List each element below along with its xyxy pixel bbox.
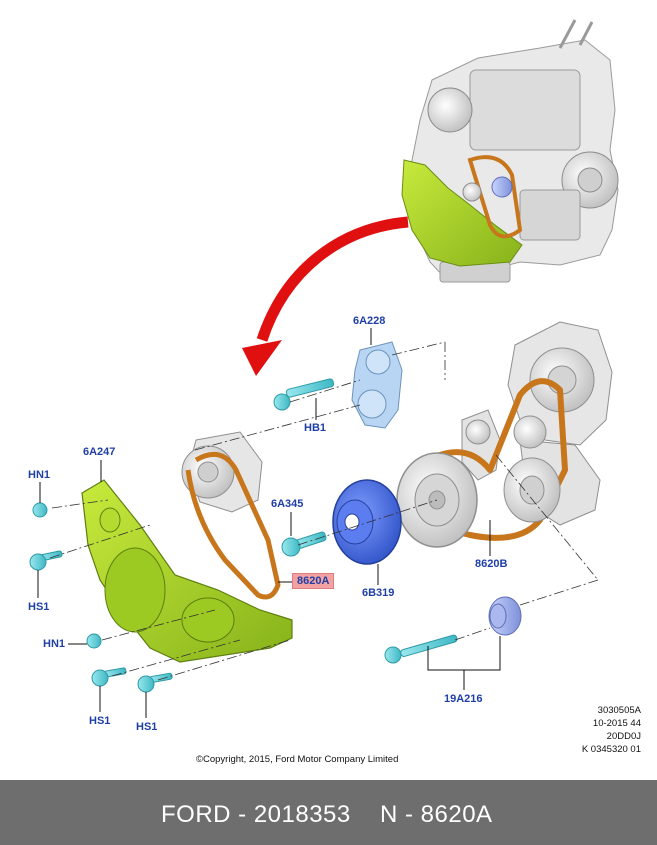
ref-code-line-1: 3030505A	[597, 705, 641, 716]
tensioner-6a228-illustration	[351, 341, 403, 429]
stud-hs1-bottom-left-illustration	[91, 667, 127, 687]
label-hs1-bottom-right: HS1	[136, 721, 158, 733]
footer-component-number: N - 8620A	[380, 801, 493, 828]
label-hn1-top: HN1	[28, 469, 51, 481]
label-hb1: HB1	[304, 422, 327, 434]
nut-hn1-middle-illustration	[86, 633, 102, 649]
ac-compressor-pulley-illustration	[503, 457, 561, 523]
bolt-6a345-illustration	[281, 531, 327, 557]
label-19a216: 19A216	[444, 693, 483, 705]
engine-assembly-illustration	[401, 19, 619, 283]
stud-hs1-left-illustration	[29, 550, 63, 571]
stud-hs1-bottom-right-illustration	[137, 672, 173, 693]
label-6a247: 6A247	[83, 446, 116, 458]
belt-8620b-illustration	[427, 378, 568, 541]
footer-part-number: FORD - 2018353	[161, 801, 351, 828]
ref-code-line-4: K 0345320 01	[581, 744, 641, 755]
label-6a345: 6A345	[271, 498, 304, 510]
ref-code-line-3: 20DD0J	[606, 731, 641, 742]
footer-bar: FORD - 2018353 N - 8620A	[0, 780, 657, 845]
alignment-lines	[49, 341, 599, 681]
label-hn1-middle: HN1	[43, 638, 66, 650]
damper-pulley-6b319-illustration	[332, 479, 402, 565]
label-8620b: 8620B	[475, 558, 508, 570]
label-6a228: 6A228	[353, 315, 386, 327]
copyright-notice: ©Copyright, 2015, Ford Motor Company Lim…	[196, 754, 399, 765]
label-8620a-highlighted: 8620A	[292, 573, 335, 589]
belt-8620a-illustration	[185, 451, 281, 600]
nut-hn1-top-illustration	[32, 502, 48, 518]
label-6b319: 6B319	[362, 587, 395, 599]
red-direction-arrow	[242, 216, 409, 376]
exploded-parts-diagram	[29, 19, 619, 718]
ref-code-line-2: 10-2015 44	[592, 718, 641, 729]
illustration-reference-codes: 3030505A 10-2015 44 20DD0J K 0345320 01	[582, 704, 641, 756]
timing-cover-6a247-illustration	[81, 479, 293, 663]
idler-pulley-19a216-illustration	[384, 596, 522, 664]
bolt-hb1-illustration	[273, 378, 335, 411]
label-hs1-bottom-left: HS1	[89, 715, 111, 727]
label-hs1-left: HS1	[28, 601, 50, 613]
